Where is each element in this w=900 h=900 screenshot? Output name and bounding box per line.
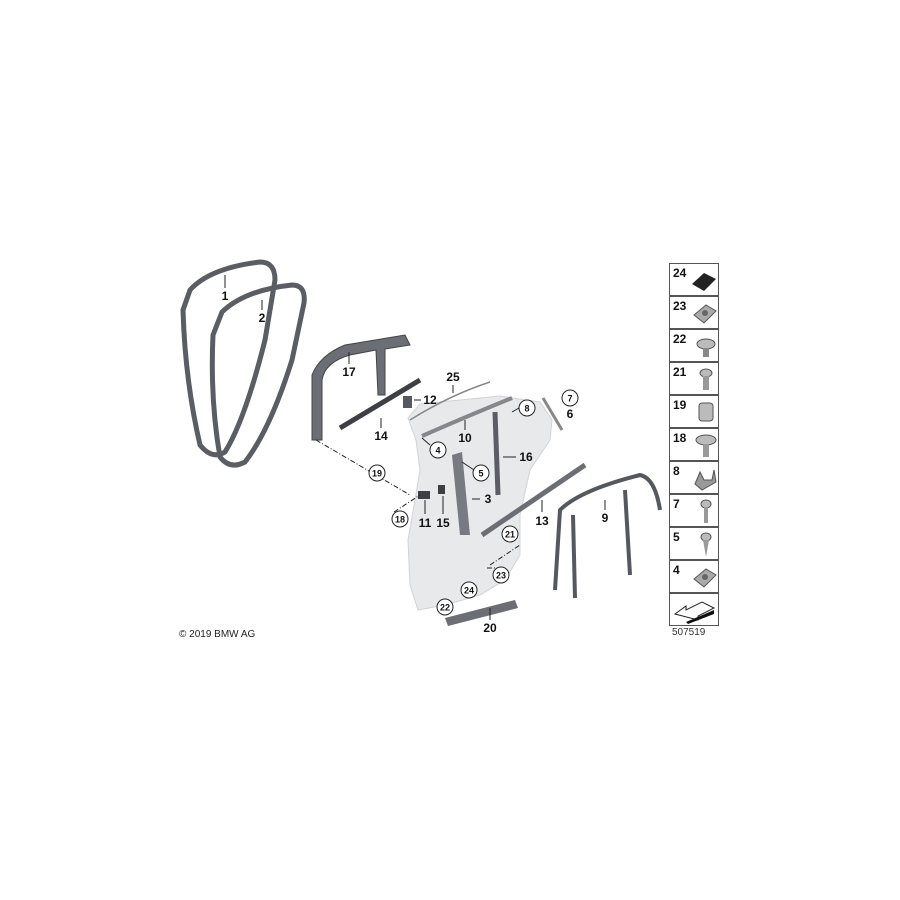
seal-25 xyxy=(409,381,491,421)
legend-item: 19 xyxy=(669,395,719,428)
callout-4: 4 xyxy=(429,441,447,459)
door-seal-1 xyxy=(180,259,278,458)
callout-22: 22 xyxy=(436,598,454,616)
clip-nut-icon xyxy=(693,304,717,324)
legend-number: 18 xyxy=(673,431,687,445)
leader-lines xyxy=(224,275,606,620)
callout-21: 21 xyxy=(501,525,519,543)
callout-18: 18 xyxy=(391,510,409,528)
strip-14 xyxy=(338,377,422,431)
legend-number: 7 xyxy=(673,497,680,511)
callout-7: 7 xyxy=(561,389,579,407)
callout-11: 11 xyxy=(418,516,432,530)
part-15 xyxy=(438,485,445,494)
callout-12: 12 xyxy=(423,393,437,407)
legend-item: 4 xyxy=(669,560,719,593)
strip-6 xyxy=(541,397,564,431)
direction-arrow-icon xyxy=(673,601,716,624)
legend-item: 7 xyxy=(669,494,719,527)
legend-item xyxy=(669,593,719,626)
trim-10 xyxy=(421,396,513,438)
legend-number: 4 xyxy=(673,563,680,577)
callout-1: 1 xyxy=(221,289,229,303)
diagram-number: 507519 xyxy=(672,627,706,638)
dash-lines xyxy=(315,439,521,569)
legend-item: 18 xyxy=(669,428,719,461)
callout-19: 19 xyxy=(368,464,386,482)
expanding-rivet-icon xyxy=(696,338,716,357)
callout-13: 13 xyxy=(535,514,549,528)
legend-item: 21 xyxy=(669,362,719,395)
bracket-icon xyxy=(694,469,717,491)
door-seal-2 xyxy=(209,282,307,468)
clip-nut-icon xyxy=(693,568,717,588)
legend-number: 19 xyxy=(673,398,687,412)
callout-25: 25 xyxy=(446,370,460,384)
sill-trim-20 xyxy=(445,600,518,626)
pad-icon xyxy=(692,273,716,291)
legend-number: 21 xyxy=(673,365,687,379)
callout-8: 8 xyxy=(518,399,536,417)
callout-9: 9 xyxy=(601,511,609,525)
tapping-screw-icon xyxy=(700,532,712,557)
part-12 xyxy=(403,396,412,408)
callout-3: 3 xyxy=(484,492,492,506)
callout-24: 24 xyxy=(460,581,478,599)
legend-item: 5 xyxy=(669,527,719,560)
screw-icon xyxy=(700,499,712,523)
legend-number: 24 xyxy=(673,266,687,280)
frame-trim-17 xyxy=(311,334,411,441)
callout-16: 16 xyxy=(519,450,533,464)
nut-insert-icon xyxy=(698,402,714,422)
callout-2: 2 xyxy=(258,311,266,325)
screw-icon xyxy=(699,368,713,390)
callout-15: 15 xyxy=(436,516,450,530)
frame-9 xyxy=(553,472,662,599)
callout-20: 20 xyxy=(483,621,497,635)
flange-screw-icon xyxy=(695,434,717,457)
legend-number: 22 xyxy=(673,332,687,346)
legend-item: 23 xyxy=(669,296,719,329)
legend-item: 24 xyxy=(669,263,719,296)
channel-16 xyxy=(492,411,501,496)
legend-number: 8 xyxy=(673,464,680,478)
legend-number: 23 xyxy=(673,299,687,313)
callout-23: 23 xyxy=(492,566,510,584)
callout-17: 17 xyxy=(342,365,356,379)
callout-6: 6 xyxy=(566,407,574,421)
callout-10: 10 xyxy=(458,431,472,445)
trim-3 xyxy=(452,452,470,535)
copyright: © 2019 BMW AG xyxy=(179,629,256,640)
part-11 xyxy=(418,491,430,499)
legend-item: 22 xyxy=(669,329,719,362)
callout-5: 5 xyxy=(472,464,490,482)
legend-item: 8 xyxy=(669,461,719,494)
callout-14: 14 xyxy=(374,429,388,443)
legend-number: 5 xyxy=(673,530,680,544)
strip-13 xyxy=(480,462,587,538)
